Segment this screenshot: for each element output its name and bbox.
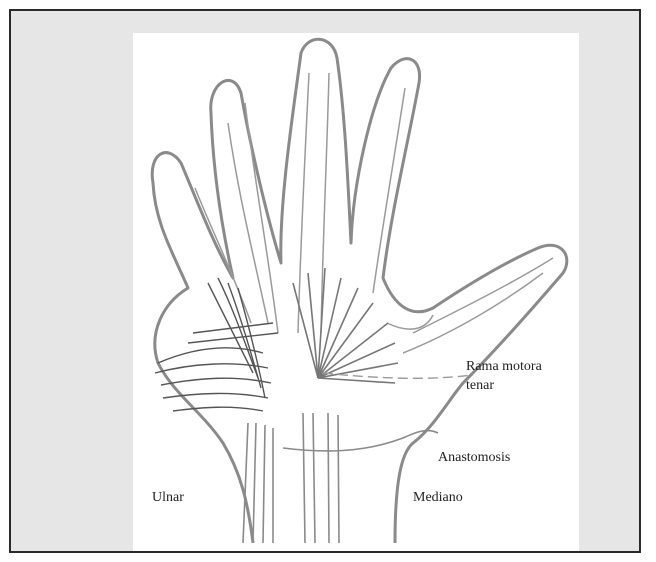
hand-outline — [152, 39, 567, 543]
hand-nerve-illustration — [133, 33, 579, 551]
label-tenar: tenar — [466, 377, 494, 394]
label-mediano: Mediano — [413, 489, 463, 506]
illustration-plate — [133, 33, 579, 551]
palmar-branches — [293, 268, 398, 383]
label-anastomosis: Anastomosis — [438, 449, 510, 466]
digital-nerves — [195, 73, 553, 353]
figure-frame: Rama motora tenar Anastomosis Ulnar Medi… — [9, 9, 641, 553]
forearm-trunks — [243, 413, 339, 543]
thenar-branch-line — [323, 373, 473, 378]
label-rama-motora: Rama motora — [466, 358, 542, 375]
label-ulnar: Ulnar — [152, 489, 184, 506]
